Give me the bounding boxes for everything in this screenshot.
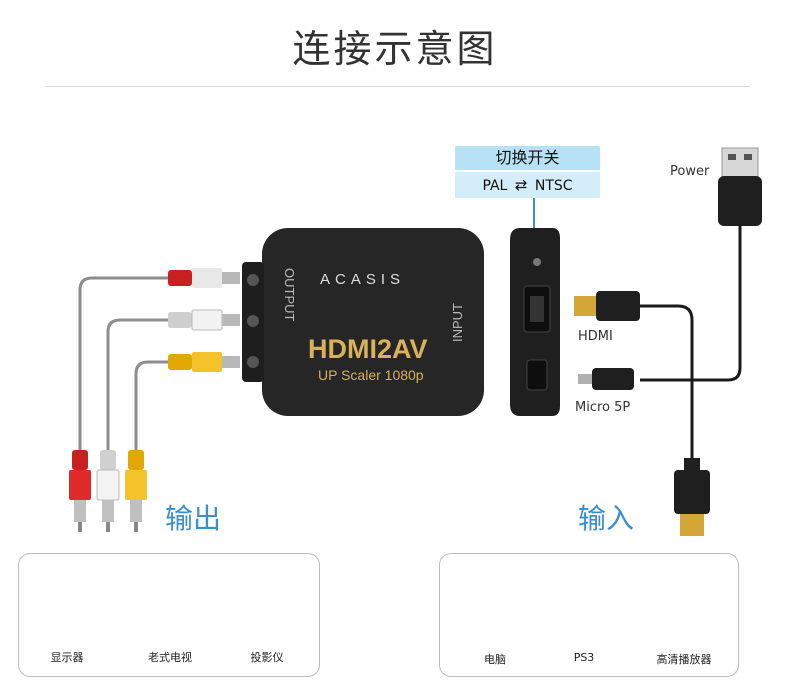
rca-plug-white-top (168, 309, 240, 331)
monitor-label: 显示器 (50, 651, 84, 664)
model-subtitle: UP Scaler 1080p (318, 367, 424, 383)
converter-box: ACASIS HDMI2AV UP Scaler 1080p OUTPUT IN… (242, 228, 484, 416)
input-section-label: 输入 (578, 502, 635, 535)
switch-modes: PAL ⇄ NTSC (455, 172, 600, 198)
input-devices-panel (439, 553, 739, 677)
hdmi-plug-bottom (674, 458, 710, 536)
title-divider (45, 86, 750, 87)
old-tv-label: 老式电视 (148, 651, 192, 664)
hdmi-plug-device (574, 291, 640, 321)
projector-label: 投影仪 (250, 651, 284, 664)
rca-wires (78, 276, 168, 450)
usb-power-plug (718, 147, 762, 226)
rca-plug-red-bottom (69, 450, 91, 532)
output-devices-panel (18, 553, 320, 677)
rca-plug-red-top (168, 268, 240, 288)
output-port-label: OUTPUT (282, 268, 297, 322)
output-section-label: 输出 (165, 502, 222, 535)
input-port-label: INPUT (450, 303, 465, 342)
converter-side-view (510, 228, 560, 416)
pal-label: PAL (482, 178, 508, 194)
input-wires (640, 224, 742, 458)
rca-plug-yellow-top (168, 352, 240, 372)
page-title: 连接示意图 (292, 27, 498, 71)
mode-switch-box: 切换开关 PAL ⇄ NTSC (455, 146, 600, 198)
rca-plug-white-bottom (96, 450, 120, 532)
ntsc-label: NTSC (534, 178, 573, 194)
micro-usb-plug (578, 368, 634, 390)
swap-arrows-icon: ⇄ (514, 176, 528, 194)
computer-label: 电脑 (484, 653, 506, 666)
power-label: Power (670, 164, 710, 179)
hd-player-label: 高清播放器 (656, 653, 712, 666)
brand-text: ACASIS (320, 271, 405, 288)
hdmi-label: HDMI (578, 329, 613, 344)
ps3-label: PS3 (573, 651, 595, 664)
switch-heading: 切换开关 (455, 146, 600, 170)
model-text: HDMI2AV (308, 334, 428, 364)
rca-plug-yellow-bottom (125, 450, 147, 532)
micro-usb-label: Micro 5P (575, 400, 631, 415)
